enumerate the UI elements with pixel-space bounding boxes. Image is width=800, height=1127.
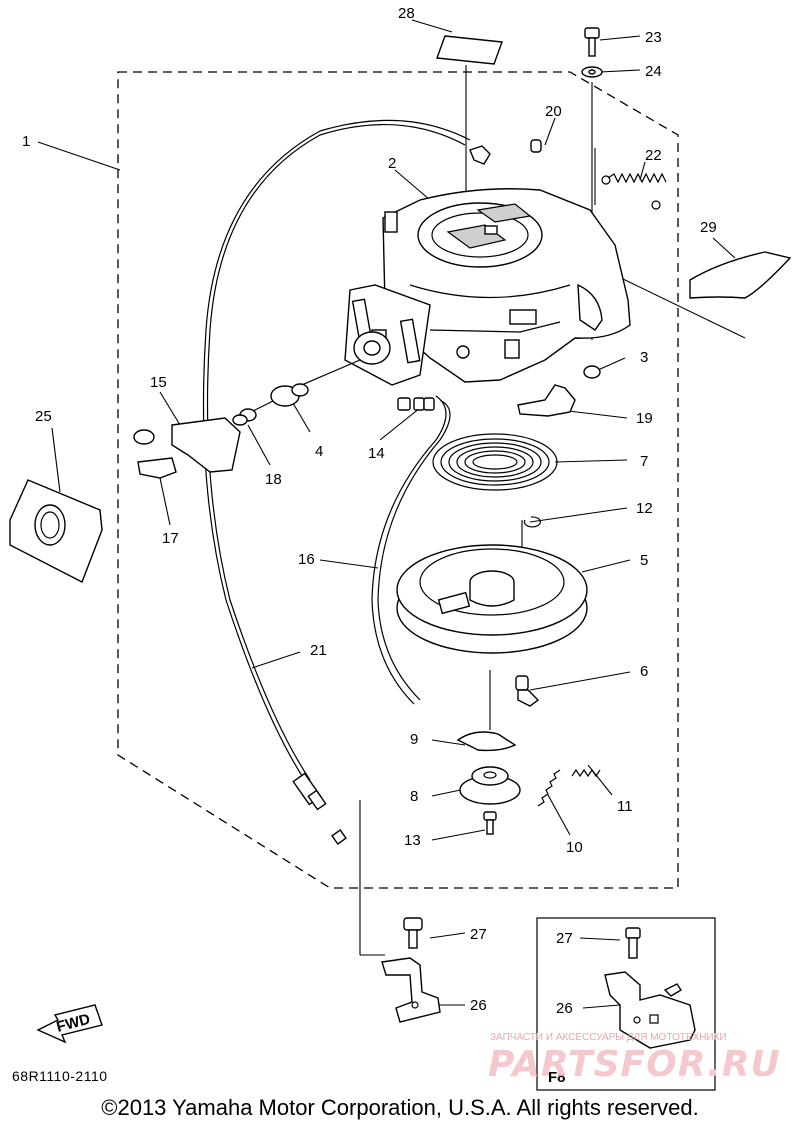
callout-27-inset: 27: [556, 930, 573, 947]
spring-10: [537, 769, 561, 807]
bolt-27: [403, 917, 423, 949]
callout-8: 8: [410, 788, 418, 805]
diagram-code: 68R1110-2110: [12, 1068, 108, 1084]
pin-20: [530, 139, 542, 153]
drive-plate-8: [459, 766, 521, 805]
callout-11: 11: [617, 798, 633, 815]
callout-29: 29: [700, 219, 717, 236]
callout-5: 5: [640, 552, 648, 569]
leader-lines: [37, 19, 746, 1009]
callout-25: 25: [35, 408, 52, 425]
callout-26-inset: 26: [556, 1000, 573, 1017]
callout-17: 17: [162, 530, 179, 547]
watermark-subtitle: ЗАПЧАСТИ И АКСЕССУАРЫ ДЛЯ МОТОТЕХНИКИ: [490, 1032, 727, 1043]
callout-12: 12: [636, 500, 653, 517]
bolt-13: [483, 811, 497, 835]
cable-end: [292, 145, 491, 845]
callout-4: 4: [315, 443, 323, 460]
inset-f8-frame: [536, 917, 716, 1091]
callout-labels: 1 2 3 4 5 6 7 8 9 10 11 12 13 14 15 16 1…: [22, 5, 717, 1086]
grommet-4: [270, 383, 309, 407]
rubber-strip-29: [689, 251, 792, 299]
callout-21: 21: [310, 642, 327, 659]
callout-26: 26: [470, 997, 487, 1014]
callout-6: 6: [640, 663, 648, 680]
inset-label: F8: [548, 1069, 566, 1086]
bracket-26-inset: [604, 971, 696, 1049]
collar-3: [583, 365, 601, 379]
fwd-arrow: FWD: [36, 1004, 103, 1044]
rubber-pad-25: [9, 479, 103, 583]
lock-lever-19: [517, 384, 576, 417]
callout-13: 13: [404, 832, 421, 849]
ring-18: [232, 408, 257, 426]
starter-housing-2: [382, 188, 631, 383]
spiral-spring-7: [432, 433, 558, 491]
callout-16: 16: [298, 551, 315, 568]
watermark-logo: PARTSFOR.RU: [488, 1044, 781, 1085]
bracket-15: [133, 417, 241, 473]
ratchet-6: [515, 675, 540, 707]
callout-18: 18: [265, 471, 282, 488]
circlip-12: [523, 516, 541, 528]
callout-3: 3: [640, 349, 648, 366]
grommet-14: [397, 397, 435, 411]
callout-20: 20: [545, 103, 562, 120]
friction-plate-9: [456, 731, 517, 752]
return-spring-11: [571, 768, 601, 778]
cable-21: [206, 124, 466, 781]
bracket-26: [381, 957, 441, 1023]
callout-23: 23: [645, 29, 662, 46]
callout-14: 14: [368, 445, 385, 462]
pulley-5: [396, 544, 588, 654]
callout-1: 1: [22, 133, 30, 150]
copyright-notice: ©2013 Yamaha Motor Corporation, U.S.A. A…: [101, 1095, 699, 1120]
spring-22: [601, 172, 667, 210]
callout-27: 27: [470, 926, 487, 943]
callout-7: 7: [640, 453, 648, 470]
knob-assembly: [353, 331, 391, 365]
bolt-27-inset: [625, 927, 641, 959]
cable-guide-bracket: [344, 284, 431, 386]
callout-10: 10: [566, 839, 583, 856]
callout-19: 19: [636, 410, 653, 427]
callout-15: 15: [150, 374, 167, 391]
clip-17: [137, 457, 177, 479]
callout-24: 24: [645, 63, 662, 80]
assembly-boundary: [117, 71, 679, 889]
decal-label: [436, 35, 503, 65]
bolt-23: [584, 27, 600, 57]
callout-9: 9: [410, 731, 418, 748]
callout-2: 2: [388, 155, 396, 172]
hose-16: [377, 399, 451, 701]
callout-22: 22: [645, 147, 662, 164]
callout-28: 28: [398, 5, 415, 22]
